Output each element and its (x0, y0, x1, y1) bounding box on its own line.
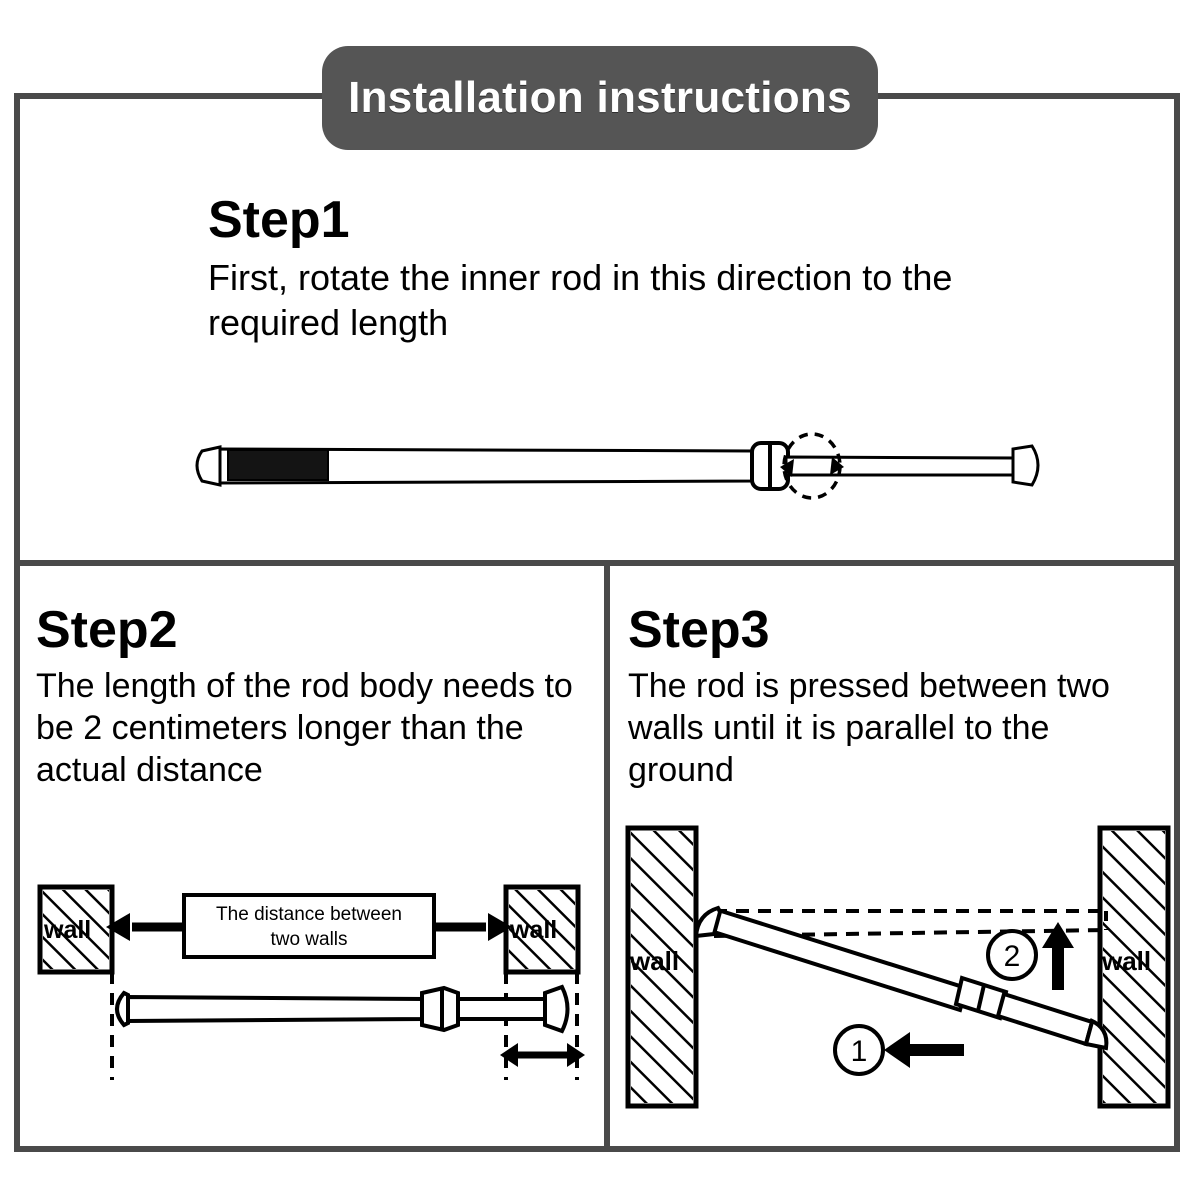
poster-frame (14, 93, 1180, 1152)
rotation-arrow-icon (780, 432, 844, 500)
distance-arrow-left (106, 913, 182, 941)
rod-end-cap-right (1011, 444, 1040, 487)
wall-block-right: wall (1097, 825, 1171, 1109)
title-banner: Installation instructions (322, 46, 878, 150)
wall-block-left: wall (37, 884, 115, 975)
step2-heading: Step2 (36, 601, 178, 659)
wall-label-left: wall (629, 946, 679, 976)
distance-label-line1: The distance between (216, 904, 402, 925)
step1-body-text: First, rotate the inner rod in this dire… (208, 257, 953, 343)
distance-arrow-right (436, 913, 512, 941)
wall-label-right: wall (509, 916, 557, 944)
rod-collar-step2 (420, 985, 460, 1033)
panel-divider-horizontal (14, 560, 1180, 566)
rod-step2 (115, 984, 570, 1034)
distance-label-box: The distance between two walls (182, 893, 436, 959)
rod-end-cap-right-step3 (1083, 1018, 1109, 1051)
overhang-measure-arrow (500, 1043, 585, 1067)
ghost-rod-outline (713, 909, 1108, 938)
marker-two-label: 2 (1004, 940, 1021, 973)
step1-heading: Step1 (208, 191, 350, 249)
rod-step3-tilted (693, 905, 1109, 1051)
rod-end-cap-step2 (543, 984, 570, 1034)
rod-inner-rod (784, 455, 1017, 477)
step3-body-text: The rod is pressed between two walls unt… (628, 667, 1110, 790)
rod-end-cap-left-step3 (693, 905, 723, 939)
marker-one-group: 1 (833, 1024, 964, 1076)
marker-one-label: 1 (851, 1035, 868, 1068)
panel-divider-vertical (604, 560, 610, 1152)
step2-diagram: wall wall The distance between two walls (24, 875, 604, 1090)
rod-dark-grip-segment (227, 449, 329, 481)
marker-two-group: 2 (986, 922, 1074, 990)
poster-title: Installation instructions (348, 73, 852, 122)
step3-heading: Step3 (628, 601, 770, 659)
distance-label-line2: two walls (270, 929, 347, 950)
step3-diagram: wall wall (614, 818, 1180, 1118)
wall-block-right: wall (503, 884, 581, 975)
step1-diagram (180, 405, 1070, 525)
rod-end-cap-left (195, 445, 222, 487)
wall-label-right: wall (1101, 946, 1151, 976)
step2-body-text: The length of the rod body needs to be 2… (36, 667, 573, 790)
wall-block-left: wall (625, 825, 699, 1109)
wall-label-left: wall (43, 916, 91, 944)
